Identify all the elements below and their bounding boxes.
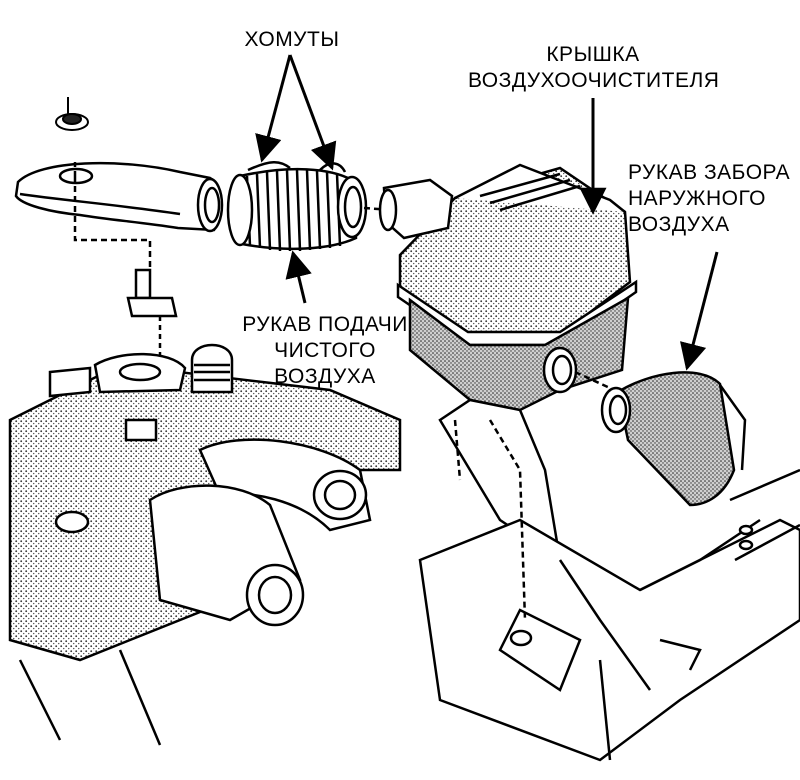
leader-arrows [255, 54, 719, 371]
clean-air-hose-bellows [226, 161, 393, 252]
bracket [126, 268, 178, 360]
arrow-outside-hose [680, 251, 719, 371]
arrow-clamp-left [255, 54, 292, 163]
label-outside-air-hose: РУКАВ ЗАБОРА НАРУЖНОГО ВОЗДУХА [628, 161, 791, 236]
mounting-stud-nut [55, 97, 89, 131]
outside-air-intake-hose [600, 371, 747, 507]
arrow-clean-hose [285, 250, 312, 304]
arrow-clamp-right [288, 54, 337, 171]
intake-tube-left [14, 160, 224, 270]
body-structure [418, 398, 800, 762]
engine-assembly [8, 343, 402, 746]
air-cleaner-housing [378, 163, 638, 412]
label-air-cleaner-cover: КРЫШКА ВОЗДУХООЧИСТИТЕЛЯ [468, 43, 720, 92]
label-clamps: ХОМУТЫ [244, 28, 340, 51]
label-clean-air-hose: РУКАВ ПОДАЧИ ЧИСТОГО ВОЗДУХА [242, 313, 408, 388]
